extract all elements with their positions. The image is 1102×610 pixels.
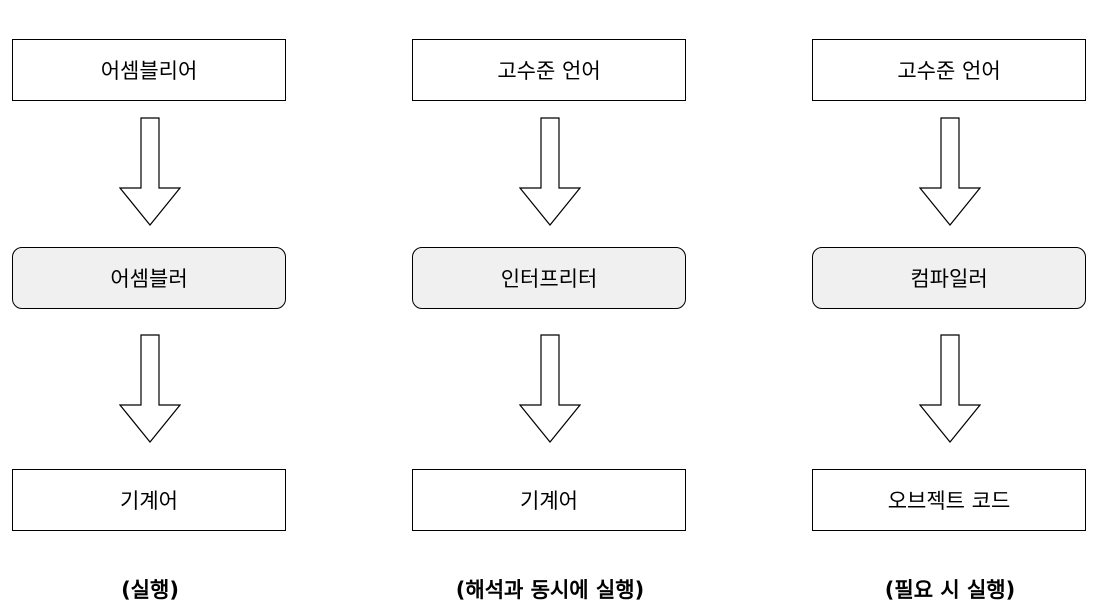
execution-caption: (필요 시 실행) [884,578,1016,602]
source-language-label: 고수준 언어 [897,59,1001,83]
down-arrow-icon [119,334,181,443]
source-language-box: 고수준 언어 [412,39,686,101]
down-arrow-icon [119,117,181,226]
target-code-box: 오브젝트 코드 [812,469,1086,531]
source-language-label: 어셈블리어 [100,59,198,83]
interpreter-column: 고수준 언어 인터프리터 기계어 (해석과 동시에 실행) [412,0,688,610]
source-language-box: 고수준 언어 [812,39,1086,101]
assembly-column: 어셈블리어 어셈블러 기계어 (실행) [12,0,288,610]
source-language-label: 고수준 언어 [497,59,601,83]
processor-label: 어셈블러 [110,267,188,291]
processor-label: 인터프리터 [500,267,598,291]
target-code-label: 오브젝트 코드 [887,489,1011,513]
source-language-box: 어셈블리어 [12,39,286,101]
processor-label: 컴파일러 [910,267,988,291]
execution-caption: (실행) [121,578,179,602]
processor-box: 어셈블러 [12,247,286,309]
down-arrow-icon [519,117,581,226]
execution-caption: (해석과 동시에 실행) [455,578,645,602]
processor-box: 컴파일러 [812,247,1086,309]
target-code-box: 기계어 [412,469,686,531]
down-arrow-icon [919,334,981,443]
target-code-label: 기계어 [120,489,178,513]
target-code-label: 기계어 [520,489,578,513]
down-arrow-icon [919,117,981,226]
processor-box: 인터프리터 [412,247,686,309]
compiler-column: 고수준 언어 컴파일러 오브젝트 코드 (필요 시 실행) [812,0,1088,610]
target-code-box: 기계어 [12,469,286,531]
down-arrow-icon [519,334,581,443]
